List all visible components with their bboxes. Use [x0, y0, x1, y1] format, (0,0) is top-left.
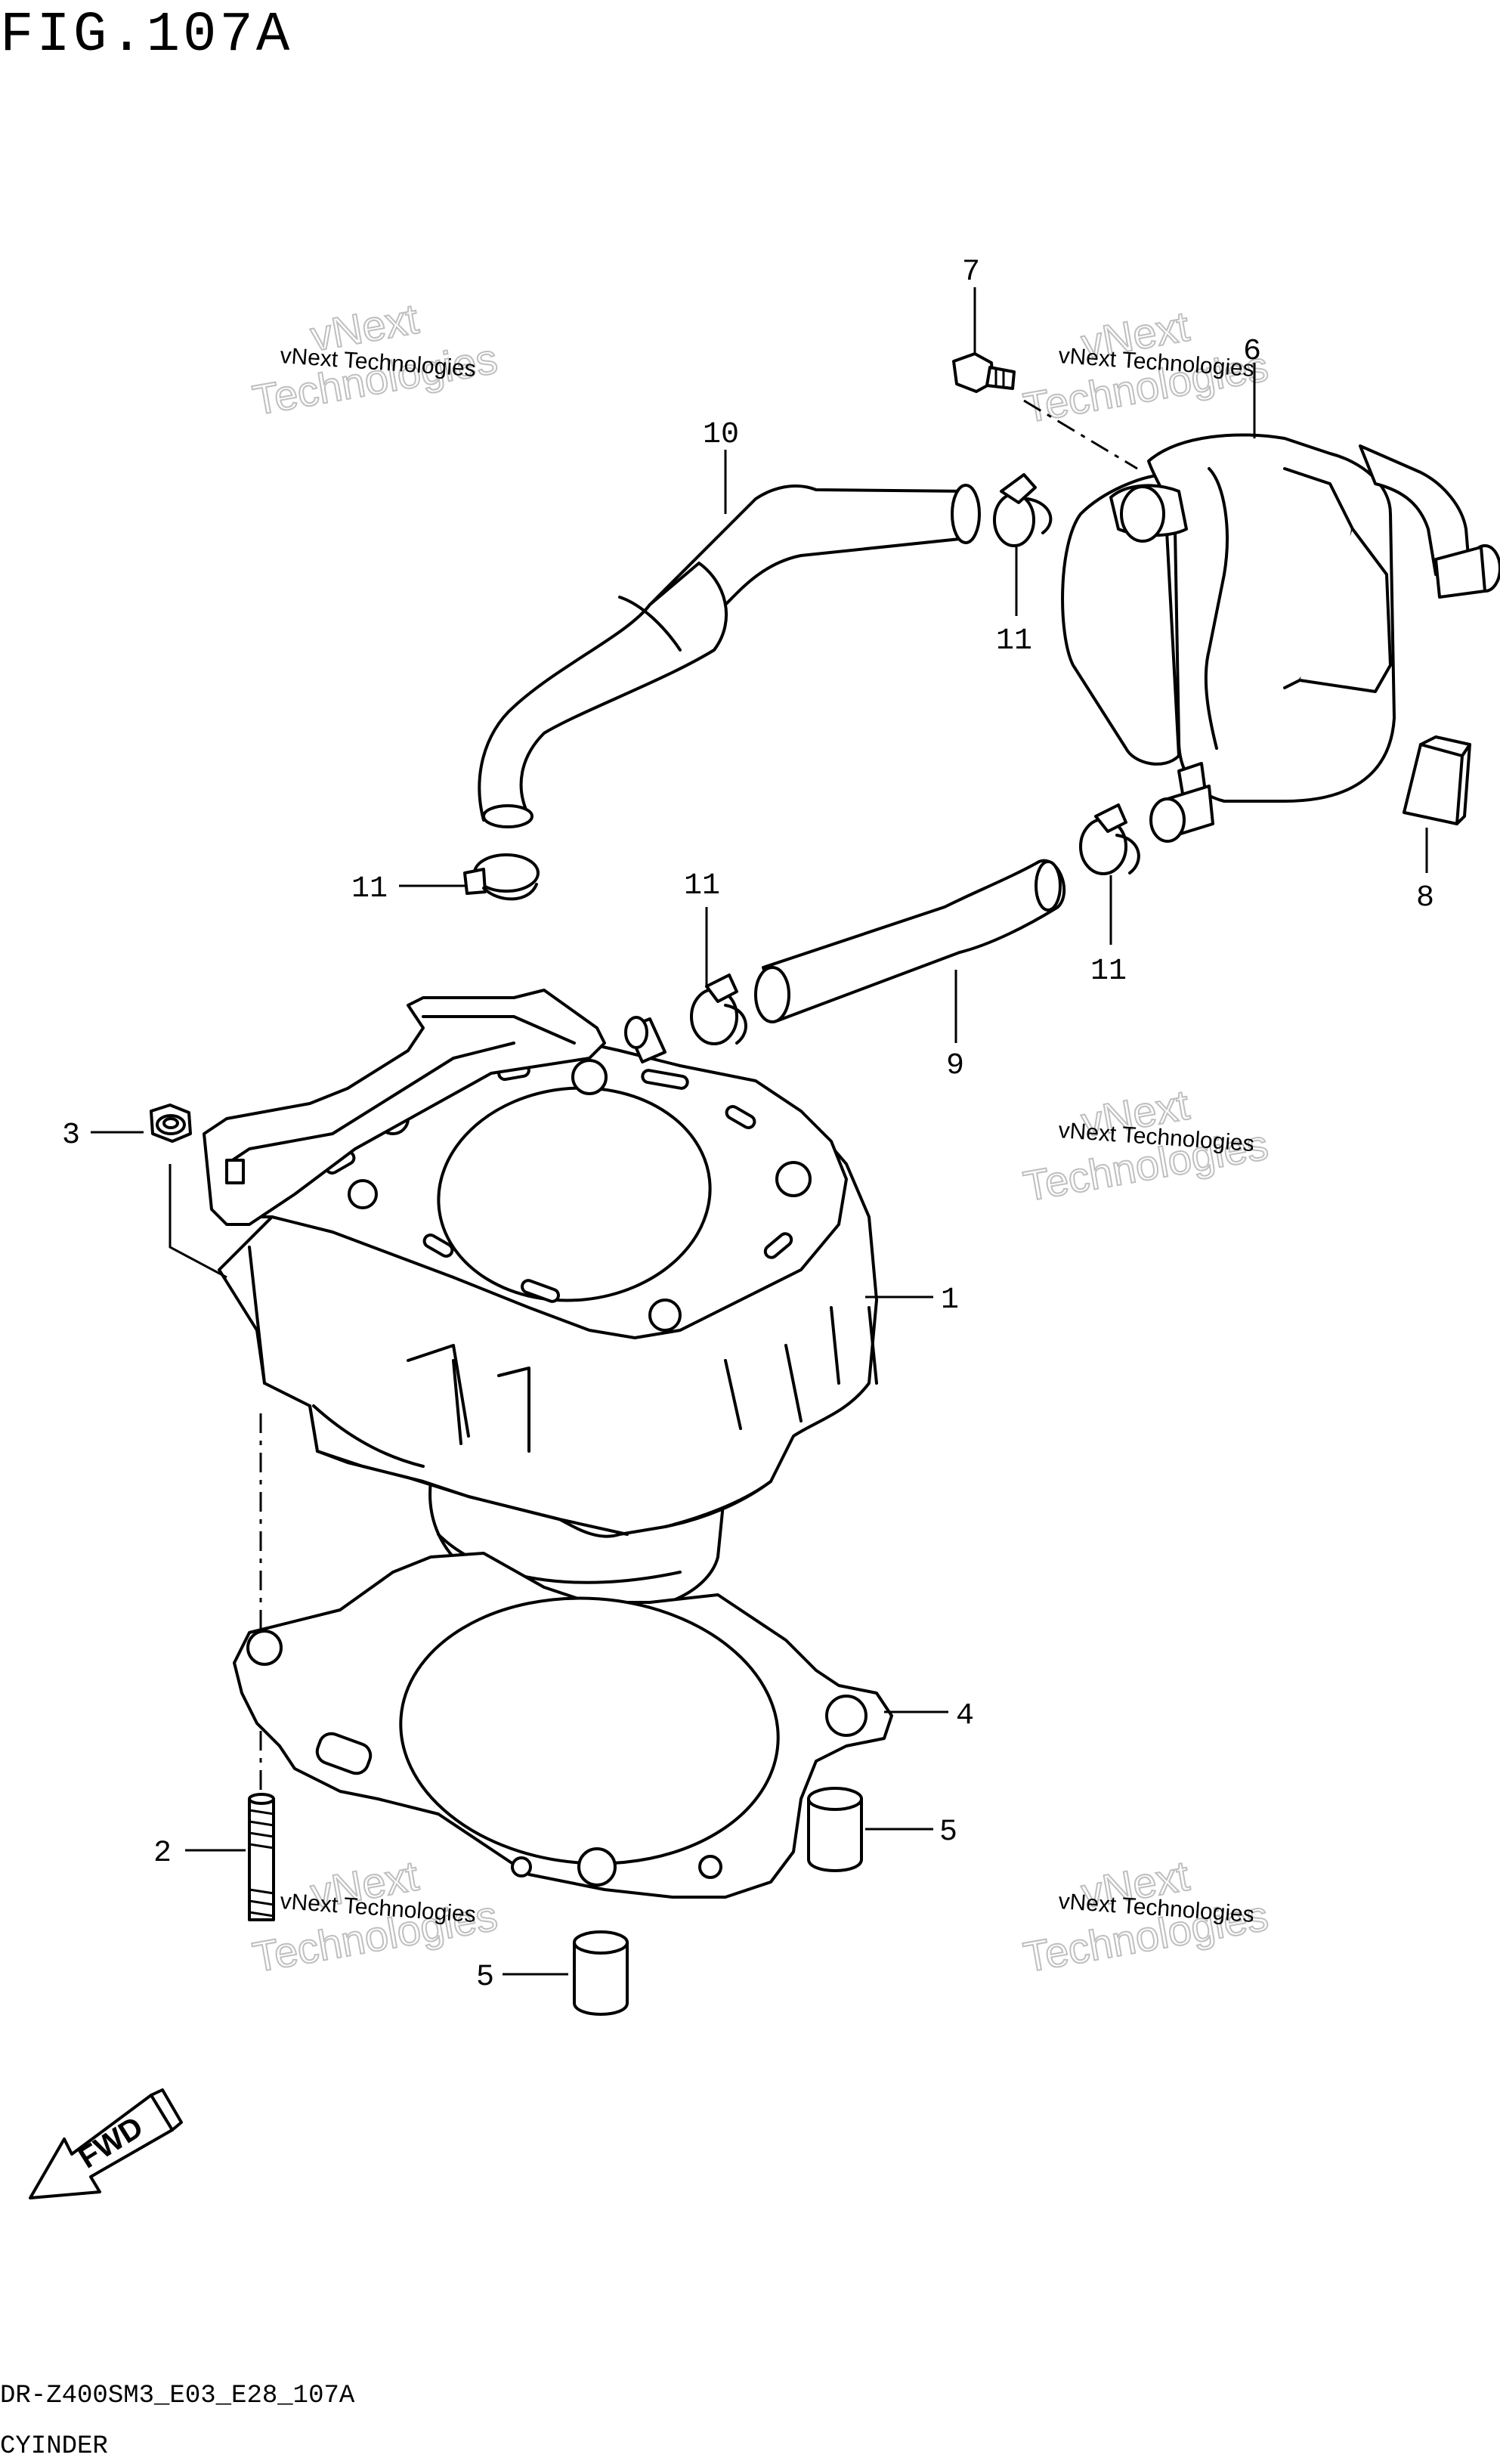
callout-5-right: 5 [939, 1815, 957, 1850]
callout-labels: 1 2 3 4 5 5 6 7 8 9 10 11 11 11 11 [62, 255, 1434, 1995]
fwd-arrow-icon: FWD [29, 2088, 183, 2199]
part-9-hose [754, 859, 1066, 1023]
part-8-cushion [1403, 735, 1471, 825]
part-11-clamp-top [993, 473, 1053, 547]
part-1-cylinder [203, 989, 878, 1613]
part-10-hose [478, 484, 981, 828]
callout-8: 8 [1416, 881, 1434, 915]
section-name: CYINDER [0, 2432, 108, 2461]
callout-4: 4 [956, 1699, 974, 1733]
callout-3: 3 [62, 1119, 80, 1153]
callout-11-top: 11 [996, 624, 1032, 658]
callout-2: 2 [153, 1837, 172, 1871]
leader-3 [91, 1131, 227, 1279]
model-code: DR-Z400SM3_E03_E28_107A [0, 2382, 355, 2410]
leader-lines [91, 287, 1428, 1976]
callout-9: 9 [946, 1049, 964, 1083]
callout-7: 7 [962, 255, 980, 289]
part-4-gasket [233, 1552, 893, 1899]
part-5-dowel-right [807, 1787, 863, 1872]
part-5-dowel-lower [573, 1930, 629, 2016]
part-11-clamp-center [690, 974, 747, 1045]
callout-5-lower: 5 [476, 1961, 494, 1995]
part-11-clamp-right [1079, 803, 1140, 875]
part-7-align-line [1023, 399, 1138, 470]
callout-1: 1 [941, 1283, 959, 1317]
figure-title: FIG.107A [0, 4, 292, 67]
callout-11-center: 11 [684, 869, 720, 903]
part-3-nut [150, 1104, 192, 1143]
part-6-reservoir-tank [1061, 433, 1500, 843]
part-2-stud-bolt [248, 1793, 275, 1921]
callout-11-right: 11 [1090, 955, 1127, 989]
part-7-bolt [952, 352, 1016, 393]
callout-10: 10 [703, 418, 739, 452]
callout-11-left: 11 [351, 872, 388, 906]
part-11-clamp-left [463, 853, 540, 901]
callout-6: 6 [1243, 335, 1261, 369]
